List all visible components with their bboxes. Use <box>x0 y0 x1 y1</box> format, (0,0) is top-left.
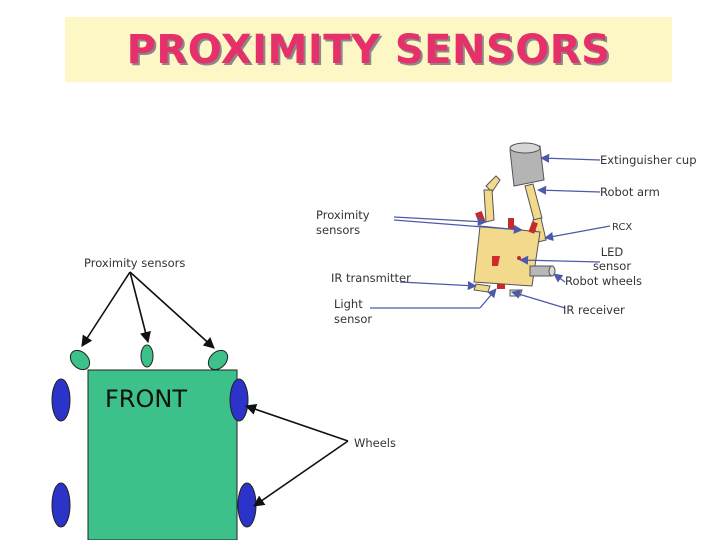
label-proximity-sensors-line1: Proximity <box>316 208 370 222</box>
label-ir-transmitter: IR transmitter <box>331 271 411 285</box>
wheels-arrows <box>244 403 349 507</box>
label-light-sensor-line1: Light <box>334 297 363 311</box>
robot-illustration <box>473 142 556 297</box>
robot-pointer-lines <box>370 153 611 309</box>
label-led-sensor-line2: sensor <box>592 259 632 273</box>
label-rcx: RCX <box>612 222 633 233</box>
wheel-rear-right <box>237 482 257 528</box>
label-light-sensor-line2: sensor <box>334 312 373 326</box>
proximity-sensor-center <box>140 344 154 368</box>
proximity-sensor-left <box>69 349 91 371</box>
wheel-front-left <box>51 378 71 422</box>
label-front: FRONT <box>105 385 187 413</box>
proximity-arrows <box>81 271 215 349</box>
extinguisher-cup-shape <box>509 142 545 187</box>
wheel-rear-left <box>51 482 71 528</box>
chassis-shape <box>87 369 238 540</box>
rcx-body-shape <box>473 225 541 287</box>
schematic <box>51 271 349 540</box>
label-proximity-sensors-line2: sensors <box>316 223 361 237</box>
page-title: PROXIMITY SENSORS <box>126 26 611 73</box>
label-led-sensor-line1: LED <box>600 245 624 259</box>
light-sensor-shape <box>473 283 523 297</box>
label-extinguisher-cup: Extinguisher cup <box>600 153 697 167</box>
wheel-front-right <box>229 378 249 422</box>
label-wheels: Wheels <box>354 436 396 450</box>
label-schematic-proximity-sensors: Proximity sensors <box>84 256 186 270</box>
robot-arm-shape <box>483 175 547 243</box>
robot-wheel-shape <box>529 265 556 277</box>
label-robot-wheels: Robot wheels <box>565 274 643 288</box>
label-ir-receiver: IR receiver <box>563 303 625 317</box>
title-banner: PROXIMITY SENSORS <box>65 17 672 82</box>
proximity-sensor-right <box>207 349 229 371</box>
label-robot-arm: Robot arm <box>600 185 660 199</box>
